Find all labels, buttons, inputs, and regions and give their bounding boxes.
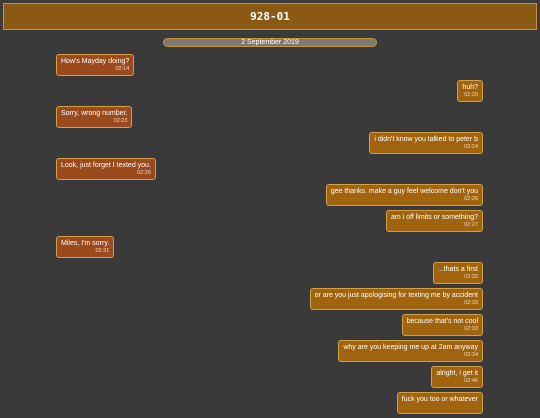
message-row: because that's not cool 02:33 bbox=[0, 314, 540, 340]
message-text: ...thats a first bbox=[437, 266, 478, 273]
message-text: am i off limits or something? bbox=[390, 214, 478, 221]
message-bubble-sent[interactable]: ...thats a first 02:32 bbox=[432, 262, 483, 284]
message-bubble-sent[interactable]: because that's not cool 02:33 bbox=[401, 314, 483, 336]
message-text: why are you keeping me up at 2am anyway bbox=[343, 344, 478, 351]
message-text: i didn't know you talked to peter b bbox=[374, 136, 478, 143]
message-row: why are you keeping me up at 2am anyway … bbox=[0, 340, 540, 366]
message-time: 02:33 bbox=[464, 326, 478, 332]
message-time: 02:20 bbox=[464, 92, 478, 98]
message-text: or are you just apologising for texting … bbox=[314, 292, 478, 299]
message-thread[interactable]: How's Mayday doing? 02:14 huh? 02:20 Sor… bbox=[0, 54, 540, 418]
message-text: How's Mayday doing? bbox=[61, 58, 130, 65]
message-text: fuck you too or whatever bbox=[401, 396, 478, 403]
message-bubble-sent[interactable]: gee thanks. make a guy feel welcome don'… bbox=[325, 184, 483, 206]
message-row: huh? 02:20 bbox=[0, 80, 540, 106]
message-row: ...thats a first 02:32 bbox=[0, 262, 540, 288]
message-time: 02:26 bbox=[137, 170, 151, 176]
message-bubble-sent[interactable]: or are you just apologising for texting … bbox=[309, 288, 483, 310]
message-row: alright, i get it 02:46 bbox=[0, 366, 540, 392]
message-bubble-received[interactable]: Sorry, wrong number. 02:23 bbox=[56, 106, 133, 128]
message-bubble-received[interactable]: Look, just forget I texted you. 02:26 bbox=[56, 158, 156, 180]
message-time: 02:27 bbox=[464, 222, 478, 228]
message-row: or are you just apologising for texting … bbox=[0, 288, 540, 314]
message-time: 02:31 bbox=[95, 248, 110, 254]
message-time: 02:24 bbox=[464, 144, 478, 150]
message-text: Miles, I'm sorry. bbox=[61, 240, 110, 247]
message-text: alright, i get it bbox=[436, 370, 478, 377]
message-bubble-sent[interactable]: am i off limits or something? 02:27 bbox=[385, 210, 483, 232]
message-time: 02:26 bbox=[464, 196, 478, 202]
message-bubble-sent[interactable]: alright, i get it 02:46 bbox=[431, 366, 483, 388]
conversation-header: 928-01 bbox=[3, 3, 537, 30]
message-time: 02:14 bbox=[115, 66, 130, 72]
message-text: Sorry, wrong number. bbox=[61, 110, 128, 117]
message-row: How's Mayday doing? 02:14 bbox=[0, 54, 540, 80]
message-row: Look, just forget I texted you. 02:26 bbox=[0, 158, 540, 184]
message-time: 02:33 bbox=[464, 300, 478, 306]
message-text: gee thanks. make a guy feel welcome don'… bbox=[330, 188, 478, 195]
message-time: 02:32 bbox=[464, 274, 478, 280]
message-row: fuck you too or whatever bbox=[0, 392, 540, 418]
message-time: 02:46 bbox=[464, 378, 478, 384]
message-row: Miles, I'm sorry. 02:31 bbox=[0, 236, 540, 262]
message-row: i didn't know you talked to peter b 02:2… bbox=[0, 132, 540, 158]
message-bubble-sent[interactable]: why are you keeping me up at 2am anyway … bbox=[338, 340, 483, 362]
message-bubble-sent[interactable]: huh? 02:20 bbox=[457, 80, 483, 102]
message-bubble-received[interactable]: How's Mayday doing? 02:14 bbox=[56, 54, 135, 76]
message-time: 02:34 bbox=[464, 352, 478, 358]
message-bubble-sent[interactable]: i didn't know you talked to peter b 02:2… bbox=[369, 132, 483, 154]
message-bubble-received[interactable]: Miles, I'm sorry. 02:31 bbox=[56, 236, 115, 258]
message-text: huh? bbox=[462, 84, 478, 91]
conversation-title: 928-01 bbox=[250, 10, 290, 23]
message-row: am i off limits or something? 02:27 bbox=[0, 210, 540, 236]
message-text: because that's not cool bbox=[406, 318, 478, 325]
message-bubble-sent[interactable]: fuck you too or whatever bbox=[396, 392, 483, 414]
message-time: 02:23 bbox=[113, 118, 128, 124]
message-text: Look, just forget I texted you. bbox=[61, 162, 151, 169]
date-divider: 2 September 2019 bbox=[163, 38, 377, 47]
message-row: gee thanks. make a guy feel welcome don'… bbox=[0, 184, 540, 210]
message-row: Sorry, wrong number. 02:23 bbox=[0, 106, 540, 132]
